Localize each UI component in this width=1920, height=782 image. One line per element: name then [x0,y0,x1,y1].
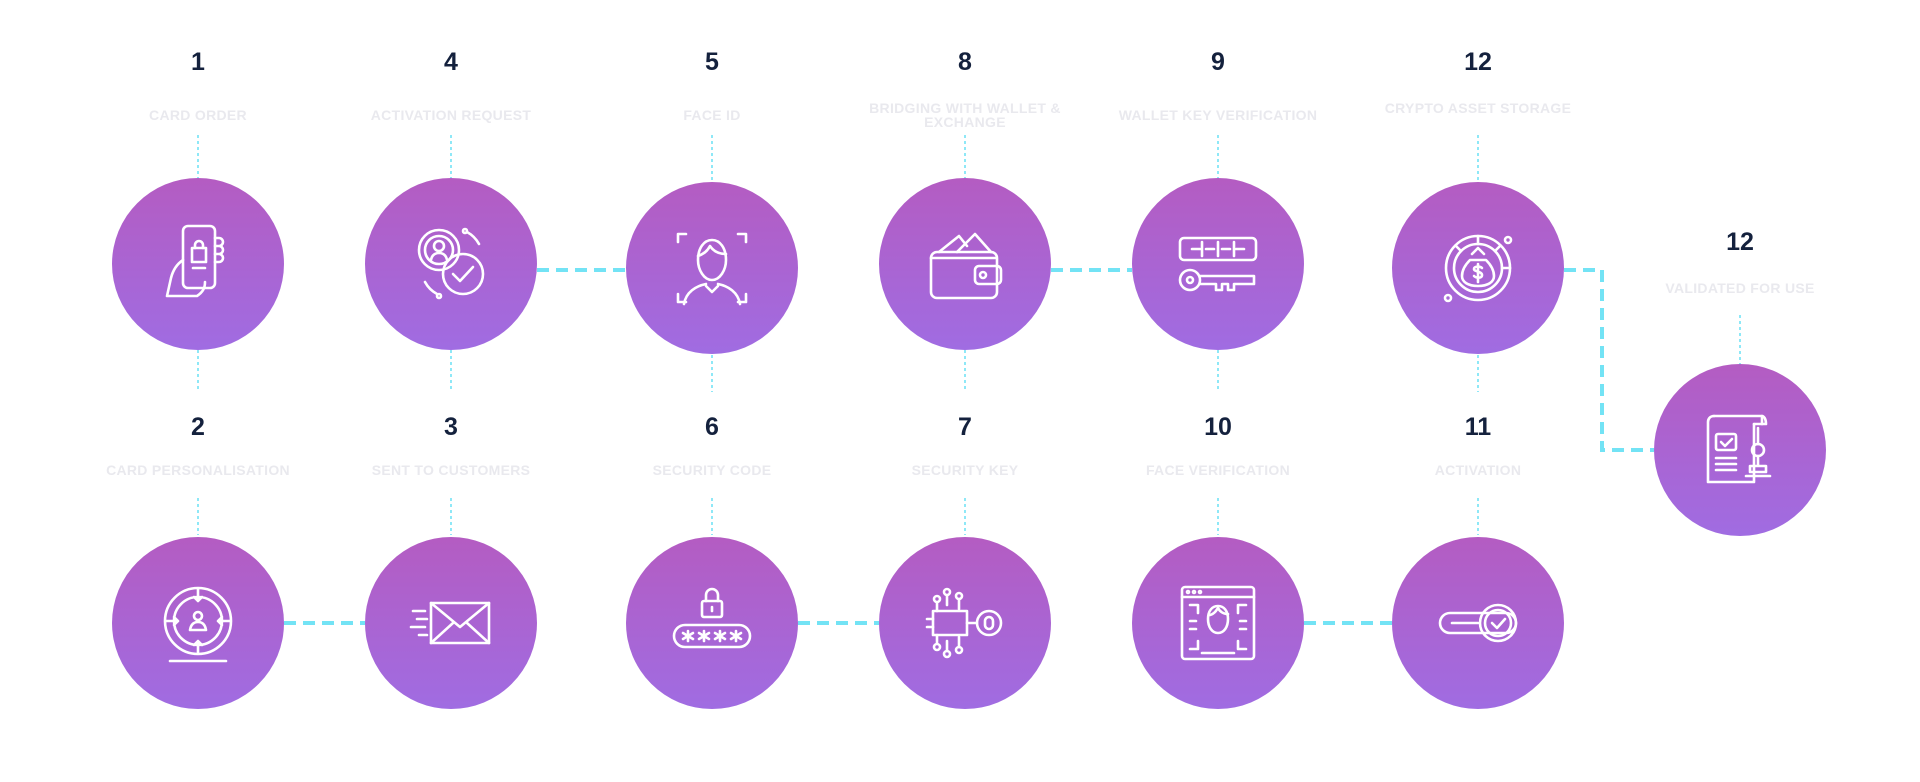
step-label: ACTIVATION REQUEST [370,107,532,123]
step-label: FACE VERIFICATION [1145,462,1291,478]
step-number: 2 [191,413,205,441]
step-label: SECURITY KEY [911,462,1019,478]
step-node [626,182,798,354]
face-scan-icon [664,220,760,316]
step-node [1392,537,1564,709]
step-node [365,537,537,709]
step-label: BRIDGING WITH WALLET & EXCHANGE [869,100,1061,130]
wallet-icon [917,216,1013,312]
step-node [879,178,1051,350]
step-number: 12 [1464,48,1492,76]
step-label: WALLET KEY VERIFICATION [1118,107,1318,123]
step-number: 1 [191,48,205,76]
phone-shopping-bag-icon [150,216,246,312]
step-number: 3 [444,413,458,441]
envelope-icon [403,575,499,671]
toggle-check-icon [1430,575,1526,671]
step-label: SECURITY CODE [652,462,772,478]
step-number: 6 [705,413,719,441]
step-number: 7 [958,413,972,441]
step-label: CARD ORDER [149,107,247,123]
circuit-key-icon [917,575,1013,671]
lock-password-icon [664,575,760,671]
step-number: 9 [1211,48,1225,76]
face-recognition-icon [1170,575,1266,671]
step-number: 11 [1464,413,1492,441]
step-label: CARD PERSONALISATION [106,462,290,478]
step-number: 4 [444,48,458,76]
step-number: 10 [1204,413,1232,441]
step-label: ACTIVATION [1434,462,1522,478]
step-number: 8 [958,48,972,76]
step-number: 5 [705,48,719,76]
step-label: VALIDATED FOR USE [1665,280,1815,296]
person-target-icon [150,575,246,671]
step-node [112,537,284,709]
money-bag-cycle-icon [1430,220,1526,316]
step-node [626,537,798,709]
step-node [879,537,1051,709]
step-node [365,178,537,350]
step-label: SENT TO CUSTOMERS [371,462,531,478]
step-node [1392,182,1564,354]
step-node [1132,537,1304,709]
document-stamp-icon [1692,402,1788,498]
step-node [1132,178,1304,350]
step-node [112,178,284,350]
user-check-icon [403,216,499,312]
key-password-icon [1170,216,1266,312]
connector-12-validated [1564,268,1654,452]
step-node [1654,364,1826,536]
step-number: 12 [1726,228,1754,256]
step-label: FACE ID [683,107,741,123]
step-label: CRYPTO ASSET STORAGE [1384,100,1572,116]
